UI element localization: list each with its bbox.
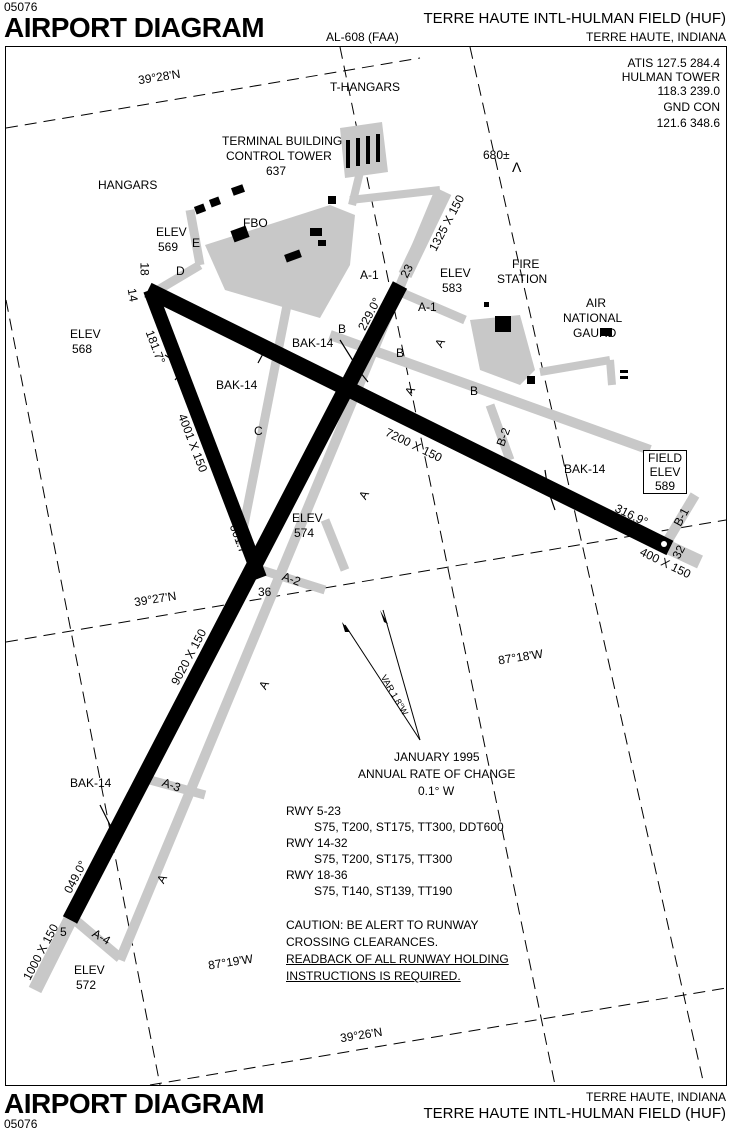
taxiways xyxy=(71,171,700,962)
elev-568-value: 568 xyxy=(72,342,93,356)
terminal-label: TERMINAL BUILDING xyxy=(222,134,343,148)
rwy523-label: RWY 5-23 xyxy=(286,804,341,818)
var-rate-label: ANNUAL RATE OF CHANGE xyxy=(358,767,516,781)
bak14-label-1: BAK-14 xyxy=(292,336,334,350)
rwy-32-overrun xyxy=(667,541,703,569)
rwy-23-overrun xyxy=(398,188,452,279)
tower-freq: 118.3 239.0 xyxy=(657,84,720,98)
page-title-top: AIRPORT DIAGRAM xyxy=(4,12,265,43)
twy-b-label-3: B xyxy=(470,384,479,398)
terminal-apron xyxy=(205,205,355,318)
rwy1432-label: RWY 14-32 xyxy=(286,836,348,850)
city-state-bottom: TERRE HAUTE, INDIANA xyxy=(585,1090,726,1104)
gnd-label: GND CON xyxy=(663,100,720,114)
page-title-bottom: AIRPORT DIAGRAM xyxy=(4,1088,265,1119)
twy-d-label: D xyxy=(176,264,185,278)
caution-line4: INSTRUCTIONS IS REQUIRED. xyxy=(286,969,461,983)
rwy-num-18: 18 xyxy=(137,262,152,276)
field-elev-line1: FIELD xyxy=(647,451,682,465)
twy-b-label-1: B xyxy=(338,322,347,336)
var-date: JANUARY 1995 xyxy=(394,750,480,764)
airport-name-top: TERRE HAUTE INTL-HULMAN FIELD (HUF) xyxy=(423,10,726,27)
fbo-label: FBO xyxy=(243,216,268,230)
obstacle-label: 680± xyxy=(483,148,510,162)
elev-572-label: ELEV xyxy=(74,963,105,977)
procedure-id: AL-608 (FAA) xyxy=(326,30,399,44)
elev-572-value: 572 xyxy=(76,978,97,992)
elev-574-label: ELEV xyxy=(292,511,323,525)
caution-line2: CROSSING CLEARANCES. xyxy=(286,935,439,949)
rwy-num-14: 14 xyxy=(124,287,141,303)
tower-elev-label: 637 xyxy=(266,164,287,178)
twy-b-label-2: B xyxy=(396,346,405,360)
bak14-label-4: BAK-14 xyxy=(70,776,112,790)
field-elev-line3: 589 xyxy=(654,479,676,493)
t-hangars-label: T-HANGARS xyxy=(330,80,401,94)
rwy-num-36: 36 xyxy=(258,585,272,599)
rwy1836-label: RWY 18-36 xyxy=(286,868,348,882)
control-tower-label: CONTROL TOWER xyxy=(226,149,332,163)
var-rate-value: 0.1° W xyxy=(418,784,455,798)
mag-north-arrow xyxy=(342,622,350,632)
ang-apron xyxy=(470,315,535,385)
twy-e-label: E xyxy=(192,236,201,250)
hangars-label: HANGARS xyxy=(98,178,158,192)
atis-freq: ATIS 127.5 284.4 xyxy=(627,56,720,70)
diagram-frame xyxy=(5,46,727,1086)
tower-label: HULMAN TOWER xyxy=(621,70,720,84)
rwy1836-weights: S75, T140, ST139, TT190 xyxy=(314,884,453,898)
elev-568-label: ELEV xyxy=(70,327,101,341)
rwy523-weights: S75, T200, ST175, TT300, DDT600 xyxy=(314,820,504,834)
ang-label-3: GAURD xyxy=(573,326,617,340)
arresting-gear-marks xyxy=(99,334,556,841)
graticule xyxy=(6,47,726,1085)
elev-583-label: ELEV xyxy=(440,266,471,280)
ang-label-2: NATIONAL xyxy=(563,311,623,325)
mag-var-lines xyxy=(344,609,421,741)
field-elev-line2: ELEV xyxy=(649,465,681,479)
true-north-arrow xyxy=(380,610,388,624)
twy-c-label: C xyxy=(254,424,263,438)
elev-574-value: 574 xyxy=(294,526,315,540)
elev-583-value: 583 xyxy=(442,281,463,295)
caution-line3: READBACK OF ALL RUNWAY HOLDING xyxy=(286,952,509,966)
buildings xyxy=(193,134,628,384)
caution-line1: CAUTION: BE ALERT TO RUNWAY xyxy=(286,918,479,932)
gnd-freq: 121.6 348.6 xyxy=(656,116,720,130)
rwy-num-5: 5 xyxy=(60,925,67,939)
elev-569-label: ELEV xyxy=(156,225,187,239)
twy-a1-label-1: A-1 xyxy=(360,268,379,282)
rwy1432-weights: S75, T200, ST175, TT300 xyxy=(314,852,453,866)
rwy-5-overrun xyxy=(28,916,77,994)
fire-station-label-2: STATION xyxy=(497,272,548,286)
runways xyxy=(62,281,674,924)
chart-number-bottom: 05076 xyxy=(4,1117,38,1131)
chart-number-top: 05076 xyxy=(4,0,38,14)
obstacle-symbol: Λ xyxy=(512,159,522,175)
ang-label-1: AIR xyxy=(586,296,607,310)
field-elev-marker xyxy=(661,541,667,547)
elev-569-value: 569 xyxy=(158,240,179,254)
twy-a1-label-2: A-1 xyxy=(418,300,437,314)
airport-name-bottom: TERRE HAUTE INTL-HULMAN FIELD (HUF) xyxy=(423,1105,726,1122)
fire-station-label-1: FIRE xyxy=(512,257,540,271)
bak14-label-3: BAK-14 xyxy=(564,462,606,476)
field-elev-box: FIELD ELEV 589 xyxy=(643,450,687,494)
city-state-top: TERRE HAUTE, INDIANA xyxy=(585,30,726,44)
bak14-label-2: BAK-14 xyxy=(216,378,258,392)
